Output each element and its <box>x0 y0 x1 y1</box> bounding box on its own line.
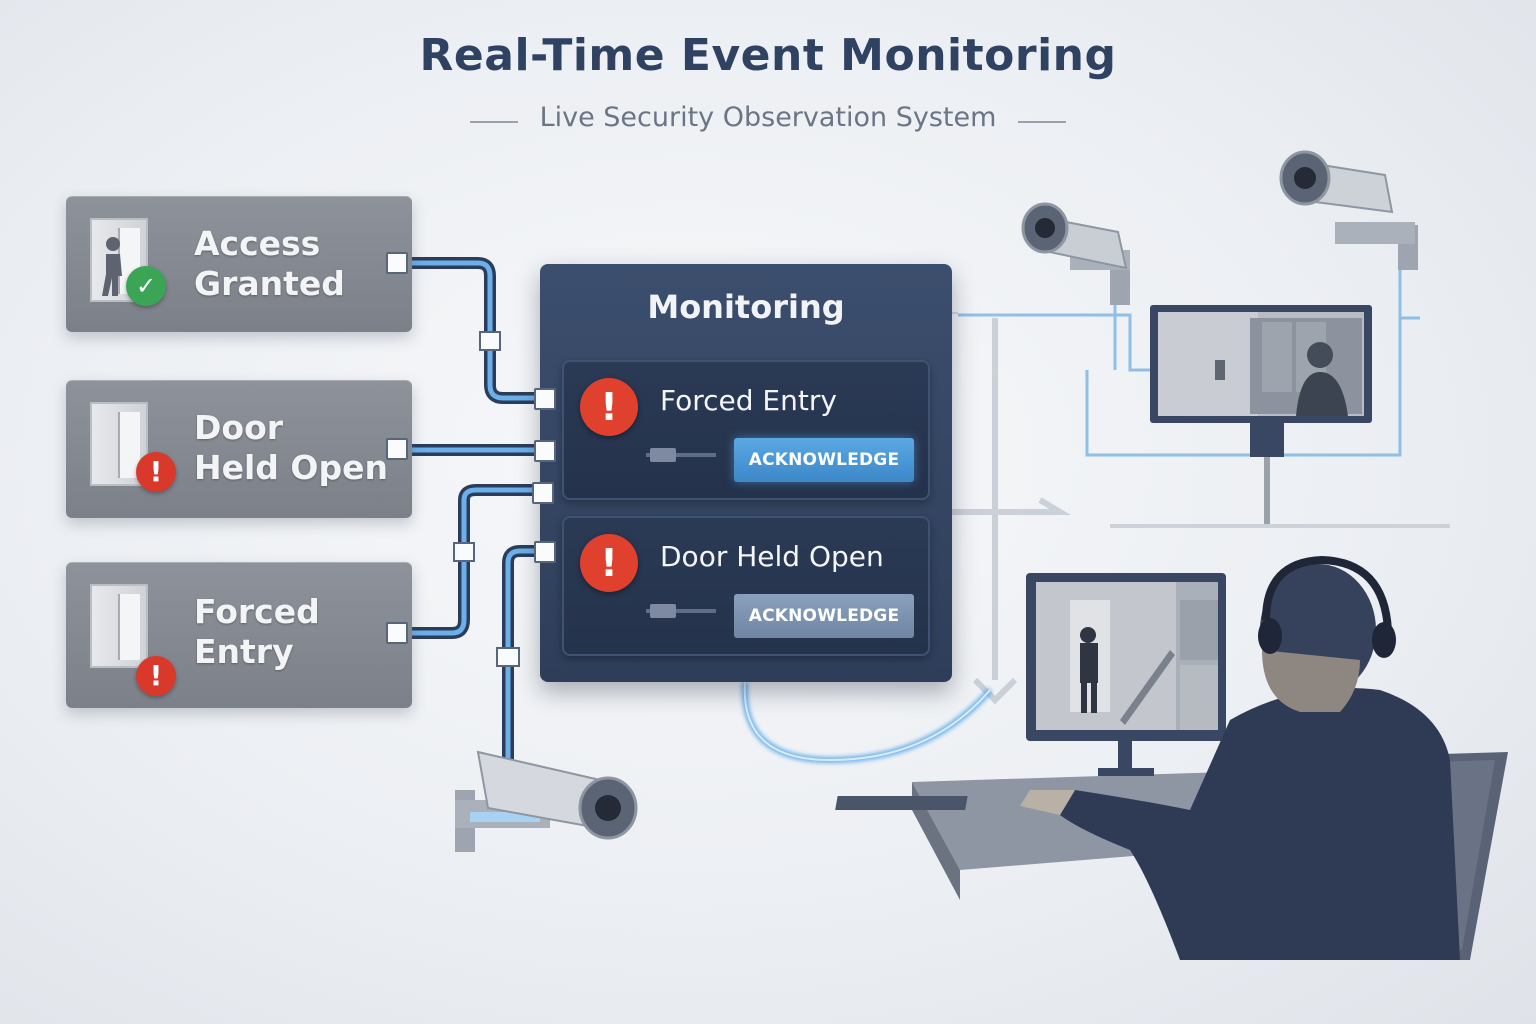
event-card-door-held-open[interactable]: ! Door Held Open <box>66 380 412 518</box>
alert-icon: ! <box>580 378 638 436</box>
alert-icon: ! <box>580 534 638 592</box>
data-flow-arc <box>741 681 993 764</box>
page-title: Real-Time Event Monitoring <box>419 30 1117 81</box>
card-port <box>386 438 408 460</box>
wall-display-icon <box>1110 305 1450 528</box>
network-lines-right <box>958 250 1420 457</box>
alert-slider[interactable] <box>646 604 716 618</box>
acknowledge-button-door-held-open[interactable]: ACKNOWLEDGE <box>734 594 914 638</box>
monitoring-panel-title: Monitoring <box>647 288 845 326</box>
subtitle-row: Live Security Observation System <box>0 102 1536 133</box>
security-camera-icon <box>1279 150 1418 270</box>
event-card-access-granted[interactable]: ✓ Access Granted <box>66 196 412 332</box>
event-card-forced-entry[interactable]: ! Forced Entry <box>66 562 412 708</box>
card-port <box>386 252 408 274</box>
panel-port <box>532 482 554 504</box>
door-icon <box>90 402 148 486</box>
alert-card-door-held-open: ! Door Held Open ACKNOWLEDGE <box>562 516 930 656</box>
alert-label: Door Held Open <box>660 540 884 573</box>
door-icon <box>90 584 148 668</box>
wire-bottom-camera <box>502 545 545 760</box>
flow-lines-gray <box>940 318 1071 705</box>
card-port <box>386 622 408 644</box>
check-icon: ✓ <box>126 266 166 306</box>
alert-card-forced-entry: ! Forced Entry ACKNOWLEDGE <box>562 360 930 500</box>
alert-label: Forced Entry <box>660 384 837 417</box>
panel-port <box>534 541 556 563</box>
event-label-door-held-open: Door Held Open <box>194 408 388 487</box>
wire-forced-entry <box>410 484 545 639</box>
alert-icon: ! <box>136 452 176 492</box>
subtitle-divider-right <box>1018 120 1067 123</box>
wire-access-granted <box>404 257 551 404</box>
monitoring-panel: Monitoring ! Forced Entry ACKNOWLEDGE ! … <box>540 264 952 682</box>
event-label-access-granted: Access Granted <box>194 224 345 303</box>
security-camera-icon <box>1021 202 1130 305</box>
wire-connector <box>453 542 475 562</box>
security-camera-icon <box>455 750 638 852</box>
subtitle-divider-left <box>469 120 518 123</box>
page-subtitle: Live Security Observation System <box>539 102 997 133</box>
person-icon <box>102 237 122 296</box>
wire-connector <box>479 331 501 351</box>
operator-workstation-icon <box>835 555 1508 960</box>
panel-port <box>534 440 556 462</box>
wire-connector <box>496 647 520 667</box>
event-label-forced-entry: Forced Entry <box>194 592 320 671</box>
alert-icon: ! <box>136 656 176 696</box>
panel-port <box>534 388 556 410</box>
acknowledge-button-forced-entry[interactable]: ACKNOWLEDGE <box>734 438 914 482</box>
alert-slider[interactable] <box>646 448 716 462</box>
